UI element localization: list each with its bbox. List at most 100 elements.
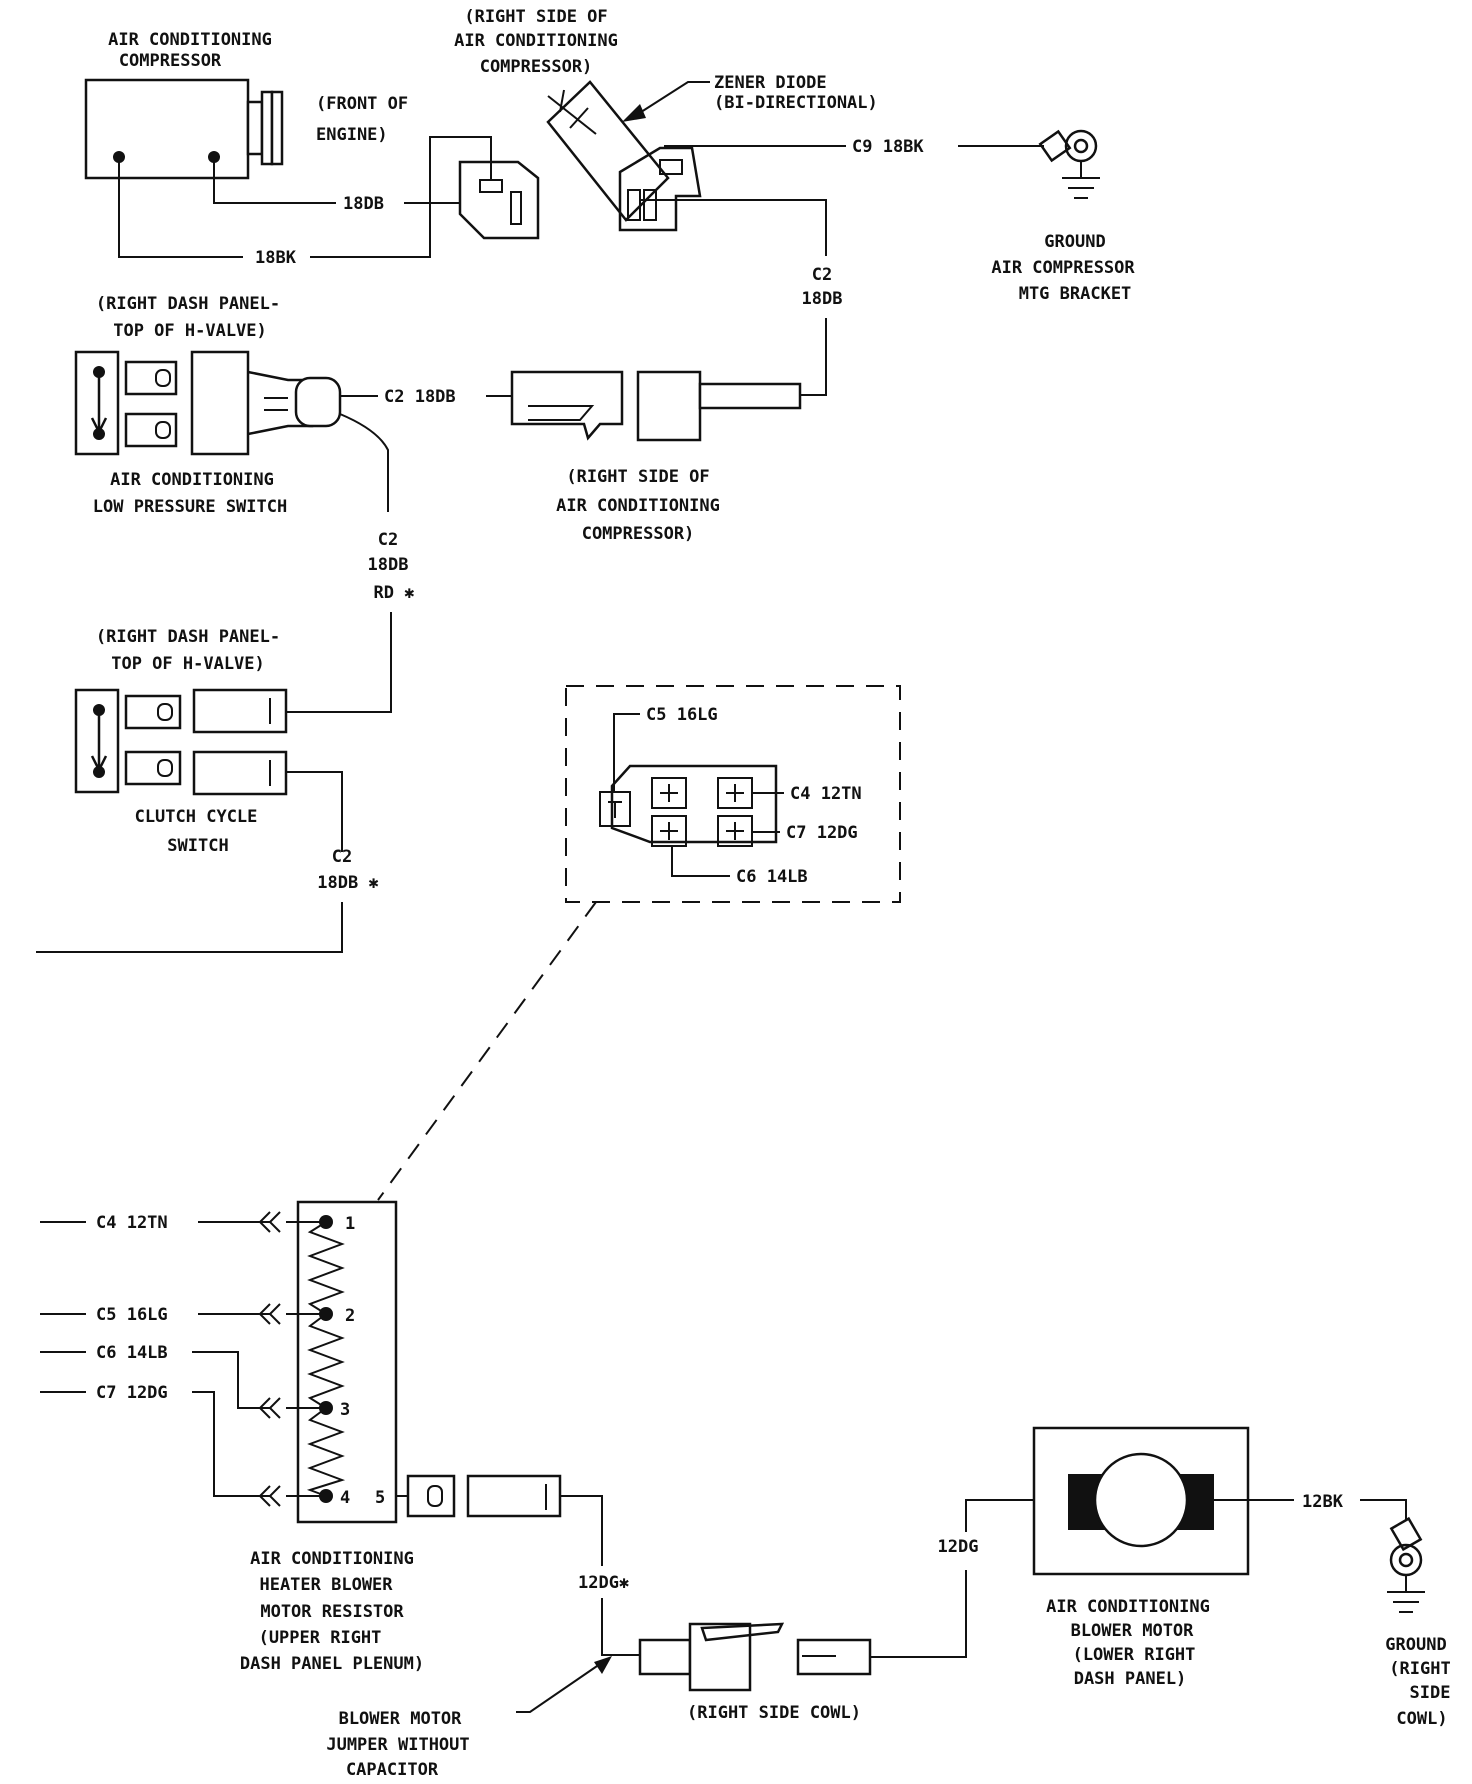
blower-resistor-label-5: DASH PANEL PLENUM)	[240, 1654, 424, 1674]
right-side-compressor-top-label-2: AIR CONDITIONING	[454, 31, 618, 51]
front-of-engine-label-1: (FRONT OF	[316, 94, 408, 114]
resistor-coil-1	[307, 1221, 345, 1315]
ground-compressor-label-2: AIR COMPRESSOR	[991, 258, 1135, 278]
compressor-connector	[458, 160, 540, 240]
ground-compressor-label-3: MTG BRACKET	[1019, 284, 1132, 304]
zener-diode-body	[546, 80, 670, 222]
wire-diode-c2-label-1: C2	[812, 265, 832, 285]
blower-resistor-label-1: AIR CONDITIONING	[250, 1549, 414, 1569]
inset-c6-label: C6 14LB	[736, 867, 808, 887]
blower-motor-label-4: DASH PANEL)	[1074, 1669, 1187, 1689]
ccs-connector-top	[192, 688, 288, 734]
blower-jumper-leader-arrow	[594, 1656, 612, 1674]
right-dash-panel-1-label-1: (RIGHT DASH PANEL-	[96, 294, 280, 314]
wire-clutch-c2-label-2: 18DB ✱	[317, 873, 378, 893]
wire-clutch-c2-continued	[36, 902, 343, 953]
inset-terminal-1	[651, 777, 687, 809]
wire-18bk	[118, 157, 243, 258]
right-side-compressor-mid-label-2: AIR CONDITIONING	[556, 496, 720, 516]
wire-lps-down-label-2: 18DB	[368, 555, 409, 575]
cowl-connector-left	[638, 1638, 692, 1676]
wire-res-c6-label: C6 14LB	[96, 1343, 168, 1363]
wire-18db	[213, 157, 336, 204]
rsc-connector-male	[510, 370, 624, 441]
blower-jumper-label-2: JUMPER WITHOUT	[326, 1735, 469, 1755]
resistor-pin-4: 4	[340, 1488, 350, 1508]
low-pressure-switch-label-2: LOW PRESSURE SWITCH	[93, 497, 287, 517]
right-side-compressor-connector	[510, 370, 802, 442]
blower-motor-label-2: BLOWER MOTOR	[1071, 1621, 1195, 1641]
wire-res-c6-continued	[192, 1351, 326, 1409]
zener-diode	[546, 80, 702, 232]
blower-motor-label-3: (LOWER RIGHT	[1073, 1645, 1196, 1665]
inset-c5-leader	[613, 713, 640, 792]
blower-motor-resistor: 1 2 3 4 5	[296, 1200, 456, 1524]
wire-res-c7-connector	[258, 1485, 281, 1507]
wire-diode-c2-continued	[800, 318, 827, 396]
cowl-connector-latch	[700, 1622, 785, 1642]
zener-diode-symbol-2	[559, 89, 589, 129]
zener-diode-label-1: ZENER DIODE	[714, 73, 827, 93]
blower-jumper-label-3: CAPACITOR	[346, 1760, 439, 1780]
blower-resistor-label-3: MOTOR RESISTOR	[260, 1602, 404, 1622]
ground-cowl-label-2: (RIGHT	[1389, 1659, 1450, 1679]
clutch-cycle-switch-label-1: CLUTCH CYCLE	[135, 807, 258, 827]
right-side-compressor-top-label-1: (RIGHT SIDE OF	[464, 7, 607, 27]
resistor-coil-3	[306, 1407, 346, 1497]
wire-18bk-continued	[310, 136, 492, 258]
jumper-connector-resistor	[466, 1474, 562, 1518]
right-side-compressor-top-label-3: COMPRESSOR)	[480, 57, 593, 77]
rsc-connector-female	[636, 370, 702, 442]
ground-cowl-symbol	[1387, 1516, 1425, 1613]
wire-res-c4-label: C4 12TN	[96, 1213, 168, 1233]
inset-terminal-c5-blade	[608, 801, 622, 818]
wire-res-c4-connector	[258, 1211, 281, 1233]
wire-res-c7-continued	[192, 1391, 326, 1497]
inset-pointer-line	[377, 901, 597, 1201]
right-side-compressor-mid-label-3: COMPRESSOR)	[582, 524, 695, 544]
wire-18bk-label: 18BK	[255, 248, 297, 268]
inset-c4-label: C4 12TN	[790, 784, 862, 804]
clutch-cycle-switch-label-2: SWITCH	[167, 836, 228, 856]
wire-res-c5-connector	[258, 1303, 281, 1325]
resistor-body	[296, 1200, 398, 1524]
right-side-compressor-mid-label-1: (RIGHT SIDE OF	[566, 467, 709, 487]
zener-diode-leader	[637, 81, 710, 115]
rsc-connector-latch	[528, 405, 595, 421]
wire-diode-c2-label-2: 18DB	[802, 289, 843, 309]
inset-dashed-frame	[565, 685, 901, 903]
wire-lps-c2-label: C2 18DB	[384, 387, 456, 407]
inset-connector-body	[610, 764, 778, 844]
wire-jumper-12dg	[560, 1495, 603, 1566]
wire-jumper-12dg-continued	[601, 1598, 640, 1656]
wire-clutch-c2	[286, 771, 343, 852]
wire-lps-down-label-3: RD ✱	[374, 583, 415, 603]
compressor-pulley-2	[270, 90, 284, 166]
wire-res-c7-label: C7 12DG	[96, 1383, 168, 1403]
ground-compressor-symbol	[1038, 129, 1100, 199]
lps-connector	[190, 350, 250, 456]
zener-diode-label-2: (BI-DIRECTIONAL)	[714, 93, 878, 113]
inset-c7-label: C7 12DG	[786, 823, 858, 843]
wire-res-c6-connector	[258, 1397, 281, 1419]
zener-diode-terminal-1	[659, 159, 683, 175]
zener-diode-connector	[618, 146, 702, 232]
resistor-coil-2	[307, 1313, 345, 1409]
wire-lps-down-label-1: C2	[378, 530, 398, 550]
wire-motor-12bk-label: 12BK	[1302, 1492, 1344, 1512]
cowl-connector-middle	[688, 1622, 752, 1692]
wire-clutch-c2-label-1: C2	[332, 847, 352, 867]
wire-lps-down-continued	[286, 612, 392, 713]
inset-c6-leader	[671, 846, 730, 877]
wire-18db-label: 18DB	[343, 194, 384, 214]
lps-terminal-top	[124, 360, 178, 396]
right-dash-panel-2-label-1: (RIGHT DASH PANEL-	[96, 627, 280, 647]
wire-motor-12bk-continued	[1360, 1499, 1407, 1520]
compressor-label-2: COMPRESSOR	[119, 51, 222, 71]
rsc-connector-tail	[698, 382, 802, 410]
resistor-terminal-5	[406, 1474, 456, 1518]
resistor-connector-inset	[565, 685, 901, 903]
wire-res-c5-label: C5 16LG	[96, 1305, 168, 1325]
ground-cowl-label-1: GROUND	[1385, 1635, 1446, 1655]
